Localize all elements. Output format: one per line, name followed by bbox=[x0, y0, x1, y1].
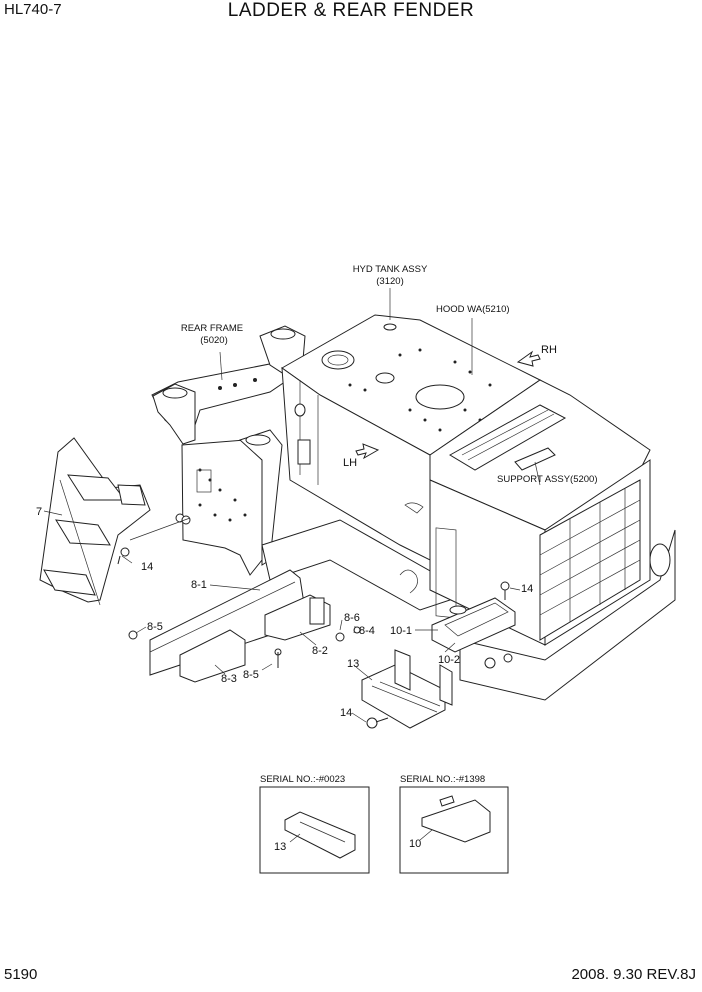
part-number-8-2: 8-2 bbox=[312, 645, 328, 657]
part-number-14-bottom: 14 bbox=[340, 707, 352, 719]
callout-hood: HOOD WA(5210) bbox=[436, 304, 510, 315]
label-lh: LH bbox=[343, 457, 357, 469]
part-number-8-3: 8-3 bbox=[221, 673, 237, 685]
inset-serial-0023: SERIAL NO.:-#0023 13 bbox=[259, 774, 370, 874]
model-code: HL740-7 bbox=[4, 1, 62, 18]
part-number-8-4: 8-4 bbox=[359, 625, 375, 637]
part-number-8-1: 8-1 bbox=[191, 579, 207, 591]
rh-arrow-icon bbox=[516, 350, 541, 367]
part-number-7: 7 bbox=[36, 506, 42, 518]
step-13-drawing bbox=[361, 649, 453, 729]
page-number: 5190 bbox=[4, 966, 38, 983]
part-number-8-5-bottom: 8-5 bbox=[243, 669, 259, 681]
inset-left-serial-label: SERIAL NO.:-#0023 bbox=[260, 774, 345, 785]
inset-right-serial-label: SERIAL NO.:-#1398 bbox=[400, 774, 485, 785]
ladder-drawing bbox=[39, 437, 151, 606]
step-10-1-drawing bbox=[431, 597, 516, 653]
callout-support-assy: SUPPORT ASSY(5200) bbox=[497, 474, 598, 485]
part-number-8-6: 8-6 bbox=[344, 612, 360, 624]
label-rh: RH bbox=[541, 344, 557, 356]
leader-lines bbox=[43, 288, 541, 723]
callout-rear-frame-code: (5020) bbox=[200, 335, 227, 346]
hood-drawing bbox=[281, 314, 676, 701]
lh-arrow-icon bbox=[355, 443, 380, 460]
callout-hyd-tank-code: (3120) bbox=[376, 276, 403, 287]
inset-left-part-number: 13 bbox=[274, 841, 286, 853]
fender-bracket-drawing bbox=[128, 569, 361, 683]
part-number-8-5-left: 8-5 bbox=[147, 621, 163, 633]
part-number-14-right: 14 bbox=[521, 583, 533, 595]
rear-frame-drawing bbox=[151, 325, 456, 611]
callout-hyd-tank: HYD TANK ASSY bbox=[353, 264, 428, 275]
part-number-14-ladder: 14 bbox=[141, 561, 153, 573]
inset-right-part-number: 10 bbox=[409, 838, 421, 850]
part-number-10-1: 10-1 bbox=[390, 625, 412, 637]
revision-date: 2008. 9.30 REV.8J bbox=[571, 966, 696, 983]
inset-serial-1398: SERIAL NO.:-#1398 10 bbox=[399, 774, 509, 874]
callout-rear-frame: REAR FRAME bbox=[181, 323, 243, 334]
page-title: LADDER & REAR FENDER bbox=[227, 0, 475, 21]
part-number-13: 13 bbox=[347, 658, 359, 670]
part-number-10-2: 10-2 bbox=[438, 654, 460, 666]
